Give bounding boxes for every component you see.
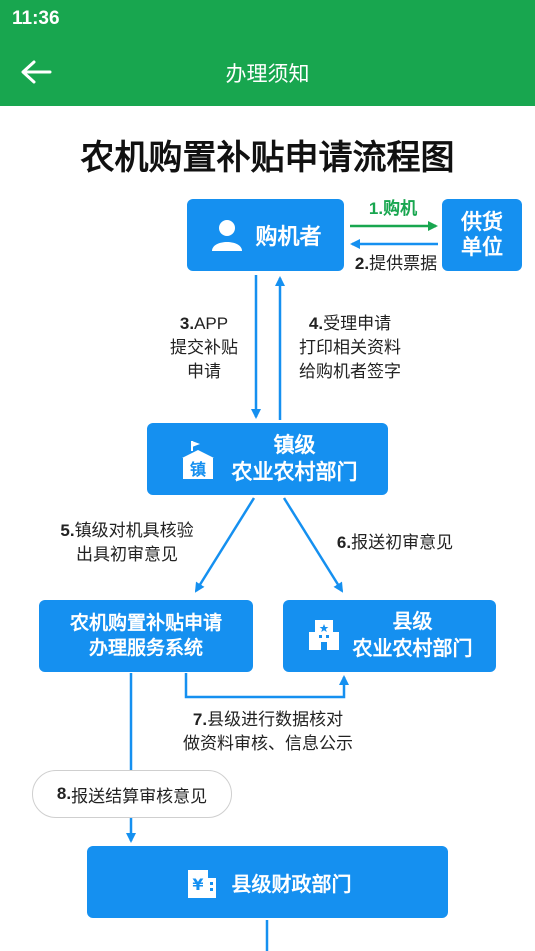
town-building-icon: 镇 [181,441,214,479]
back-arrow-icon[interactable] [16,54,56,90]
node-county-line2: 农业农村部门 [352,638,473,660]
town-icon-char: 镇 [189,460,205,479]
step-2-label: 2.提供票据 [354,254,438,273]
step-5-label: 5.镇级对机具核验 出具初审意见 [60,521,194,564]
node-supplier: 供货 单位 [442,199,522,271]
step-8-label: 8.报送结算审核意见 [32,770,232,818]
step-7-label: 7.县级进行数据核对 做资料审核、信息公示 [183,710,353,753]
node-supplier-line2: 单位 [461,236,503,259]
status-bar: 11:36 [0,0,535,38]
node-buyer-label: 购机者 [255,224,322,249]
app-bar: 办理须知 [0,38,535,106]
step-4-label: 4.受理申请 打印相关资料 给购机者签字 [299,314,401,381]
node-buyer: 购机者 [187,199,344,271]
node-town-line1: 镇级 [273,434,316,457]
step-6-label: 6.报送初审意见 [336,533,454,552]
finance-icon-char: ¥ [192,875,203,894]
arrow-step-7 [184,673,349,699]
step-3-label: 3.APP 提交补贴 申请 [170,314,238,381]
diagram-title: 农机购置补贴申请流程图 [80,139,455,177]
node-finance-dept: ¥ 县级财政部门 [87,846,448,918]
node-system-line2: 办理服务系统 [88,638,203,659]
node-supplier-line1: 供货 [461,211,503,234]
node-finance-label: 县级财政部门 [231,873,352,896]
finance-building-icon: ¥ [187,870,216,898]
app-bar-title: 办理须知 [225,63,310,86]
county-building-icon [308,620,339,650]
arrow-step-5 [194,497,256,593]
node-county-line1: 县级 [392,611,433,633]
step-1-label: 1.购机 [368,199,418,218]
node-service-system: 农机购置补贴申请 办理服务系统 [39,600,253,672]
node-system-line1: 农机购置补贴申请 [69,613,222,634]
arrow-step-6 [282,497,344,593]
node-town-dept: 镇 镇级 农业农村部门 [147,423,388,495]
status-time: 11:36 [12,8,60,29]
node-town-line2: 农业农村部门 [231,461,358,484]
node-county-dept: 县级 农业农村部门 [283,600,496,672]
person-icon [212,220,243,251]
